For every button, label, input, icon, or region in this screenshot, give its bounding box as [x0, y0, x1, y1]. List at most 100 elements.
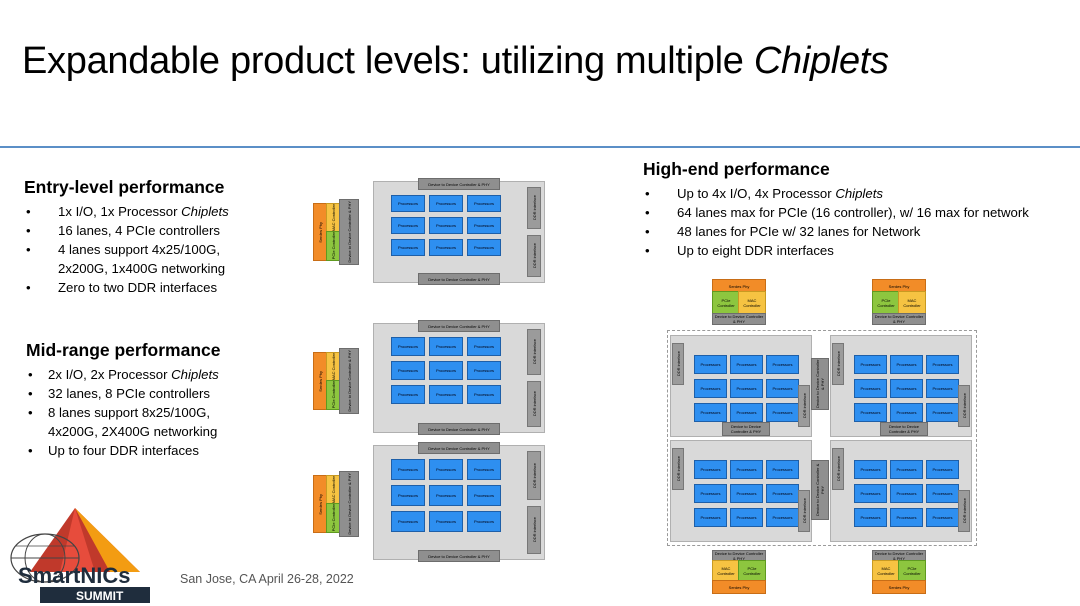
title-divider — [0, 146, 1080, 148]
serdes-phy: Serdes Phy — [313, 475, 327, 533]
processor-block: Processors — [854, 484, 887, 503]
mid-bullet: 32 lanes, 8 PCIe controllers — [26, 384, 326, 403]
entry-bullet: 4 lanes support 4x25/100G,2x200G, 1x400G… — [24, 240, 324, 278]
d2d-controller: Device to Device Controller & PHY — [339, 199, 359, 265]
pcie-controller: PCIe Controller — [898, 560, 926, 582]
processor-block: Processors — [730, 379, 763, 398]
processor-block: Processors — [467, 361, 501, 380]
processor-block: Processors — [467, 511, 501, 532]
mid-bullet: Up to four DDR interfaces — [26, 441, 326, 460]
processor-block: Processors — [391, 459, 425, 480]
high-bullet: 64 lanes max for PCIe (16 controller), w… — [643, 203, 1073, 222]
processor-block: Processors — [890, 484, 923, 503]
ddr-interface: DDR interface — [958, 490, 970, 532]
processor-block: Processors — [694, 484, 727, 503]
processor-block: Processors — [890, 379, 923, 398]
processor-block: Processors — [391, 485, 425, 506]
d2d-controller: Device to Device Controller & PHY — [872, 313, 926, 325]
ddr-interface: DDR interface — [672, 448, 684, 490]
serdes-phy: Serdes Phy — [313, 352, 327, 410]
processor-block: Processors — [730, 355, 763, 374]
d2d-controller-top: Device to Device Controller & PHY — [418, 442, 500, 454]
d2d-controller-bottom: Device to Device Controller & PHY — [418, 273, 500, 285]
mid-range-section: Mid-range performance 2x I/O, 2x Process… — [26, 339, 326, 460]
serdes-phy: Serdes Phy — [872, 580, 926, 594]
pcie-controller: PCIe Controller — [326, 503, 340, 533]
processor-block: Processors — [429, 459, 463, 480]
processor-block: Processors — [730, 484, 763, 503]
processor-block: Processors — [429, 239, 463, 256]
mid-heading: Mid-range performance — [26, 340, 221, 360]
processor-block: Processors — [926, 484, 959, 503]
d2d-controller-bottom: Device to Device Controller & PHY — [418, 550, 500, 562]
processor-block: Processors — [429, 217, 463, 234]
processor-block: Processors — [926, 355, 959, 374]
mac-controller: MAC Controller — [738, 291, 766, 315]
processor-block: Processors — [694, 355, 727, 374]
processor-block: Processors — [391, 337, 425, 356]
processor-block: Processors — [429, 337, 463, 356]
serdes-phy: Serdes Phy — [313, 203, 327, 261]
entry-bullet: 1x I/O, 1x Processor Chiplets — [24, 202, 324, 221]
serdes-phy: Serdes Phy — [712, 580, 766, 594]
ddr-interface: DDR interface — [527, 505, 541, 554]
d2d-controller: Device to Device Controller & PHY — [712, 313, 766, 325]
processor-block: Processors — [926, 379, 959, 398]
mac-controller: MAC Controller — [872, 560, 900, 582]
processor-block: Processors — [467, 195, 501, 212]
mac-controller: MAC Controller — [326, 203, 340, 233]
ddr-interface: DDR interface — [527, 381, 541, 427]
pcie-controller: PCIe Controller — [872, 291, 900, 315]
d2d-controller-top: Device to Device Controller & PHY — [418, 320, 500, 332]
processor-block: Processors — [926, 460, 959, 479]
d2d-controller: Device to Device Controller & PHY — [811, 460, 829, 520]
ddr-interface: DDR interface — [832, 343, 844, 385]
processor-block: Processors — [890, 460, 923, 479]
ddr-interface: DDR interface — [958, 385, 970, 427]
processor-block: Processors — [429, 195, 463, 212]
processor-block: Processors — [854, 355, 887, 374]
mid-bullet: 2x I/O, 2x Processor Chiplets — [26, 365, 326, 384]
high-end-package-outline — [667, 330, 977, 546]
d2d-controller-top: Device to Device Controller & PHY — [418, 178, 500, 190]
processor-block: Processors — [890, 508, 923, 527]
processor-block: Processors — [890, 355, 923, 374]
processor-block: Processors — [730, 508, 763, 527]
ddr-interface: DDR interface — [527, 187, 541, 229]
processor-block: Processors — [391, 217, 425, 234]
processor-block: Processors — [766, 379, 799, 398]
processor-block: Processors — [926, 508, 959, 527]
processor-block: Processors — [467, 217, 501, 234]
footer-location-date: San Jose, CA April 26-28, 2022 — [180, 572, 354, 586]
processor-block: Processors — [391, 511, 425, 532]
processor-block: Processors — [766, 460, 799, 479]
d2d-controller: Device to Device Controller & PHY — [712, 550, 766, 562]
logo-text-summit: SUMMIT — [76, 589, 124, 603]
processor-block: Processors — [467, 239, 501, 256]
processor-block: Processors — [854, 460, 887, 479]
processor-block: Processors — [854, 403, 887, 422]
high-bullet: Up to 4x I/O, 4x Processor Chiplets — [643, 184, 1073, 203]
processor-block: Processors — [890, 403, 923, 422]
ddr-interface: DDR interface — [832, 448, 844, 490]
processor-block: Processors — [694, 460, 727, 479]
smartnics-summit-logo: SmartNICs SUMMIT — [10, 508, 150, 603]
logo-text-smartnics: SmartNICs — [18, 563, 130, 588]
processor-block: Processors — [694, 403, 727, 422]
pcie-controller: PCIe Controller — [326, 231, 340, 261]
d2d-controller: Device to Device Controller & PHY — [811, 358, 829, 410]
mac-controller: MAC Controller — [712, 560, 740, 582]
ddr-interface: DDR interface — [527, 235, 541, 277]
high-heading: High-end performance — [643, 159, 830, 179]
high-bullet: 48 lanes for PCIe w/ 32 lanes for Networ… — [643, 222, 1073, 241]
processor-block: Processors — [391, 195, 425, 212]
processor-block: Processors — [391, 385, 425, 404]
processor-block: Processors — [391, 239, 425, 256]
entry-heading: Entry-level performance — [24, 177, 225, 197]
pcie-controller: PCIe Controller — [712, 291, 740, 315]
d2d-controller-bottom: Device to Device Controller & PHY — [418, 423, 500, 435]
d2d-controller: Device to Device Controller & PHY — [722, 422, 770, 436]
high-end-section: High-end performance Up to 4x I/O, 4x Pr… — [643, 158, 1073, 260]
processor-block: Processors — [926, 403, 959, 422]
d2d-controller: Device to Device Controller & PHY — [339, 471, 359, 537]
